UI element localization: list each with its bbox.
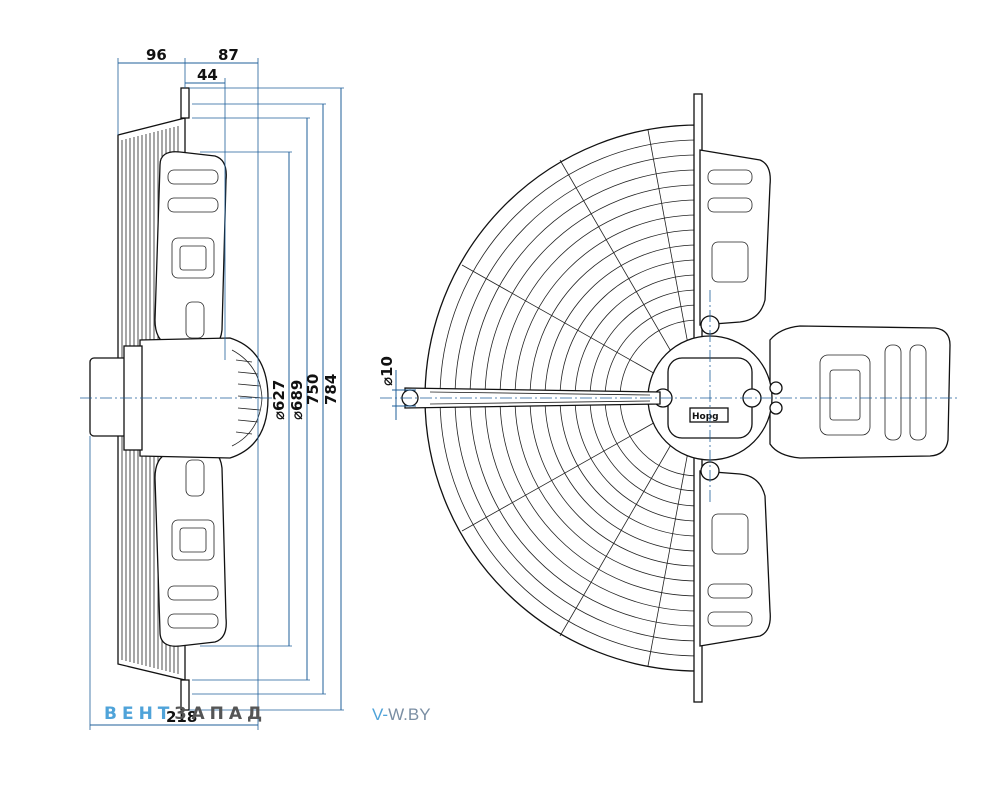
blade-front-lower (699, 470, 771, 647)
watermark-site: V-W.BY (372, 705, 431, 725)
dim-689: ⌀689 (288, 380, 306, 420)
dim-87: 87 (218, 46, 239, 64)
dimensions-side: 96 87 44 218 ⌀627 ⌀689 750 (89, 46, 344, 730)
blade-front-right (769, 325, 951, 459)
dim-784: 784 (322, 374, 340, 405)
blade-front-upper (699, 149, 771, 326)
grille-strut (401, 387, 661, 409)
watermark-site-prefix: V- (372, 705, 389, 724)
dim-627: ⌀627 (270, 380, 288, 420)
front-view: Hopg ⌀10 (378, 93, 960, 703)
brand-logo (689, 407, 729, 423)
terminal-box (89, 357, 129, 437)
dim-750: 750 (304, 374, 322, 405)
blade-upper (154, 151, 227, 351)
side-view: 96 87 44 218 ⌀627 ⌀689 750 (80, 46, 344, 730)
blade-lower (154, 447, 227, 647)
mount-lug-top (180, 87, 190, 119)
mount-lug-bottom (180, 679, 190, 711)
watermark-brand-part2: ЗАПАД (174, 704, 268, 724)
watermark-brand-part1: ВЕНТ (104, 704, 175, 724)
hole-dimension: ⌀10 (378, 356, 416, 420)
watermark-brand: ВЕНТЗАПАД (104, 704, 267, 724)
dim-96: 96 (146, 46, 167, 64)
brand-logo-text: Hopg (692, 412, 719, 422)
dim-hole-10: ⌀10 (378, 356, 396, 386)
dim-44: 44 (197, 66, 218, 84)
watermark-site-rest: W.BY (388, 705, 431, 724)
dim-218: 218 (166, 708, 197, 726)
